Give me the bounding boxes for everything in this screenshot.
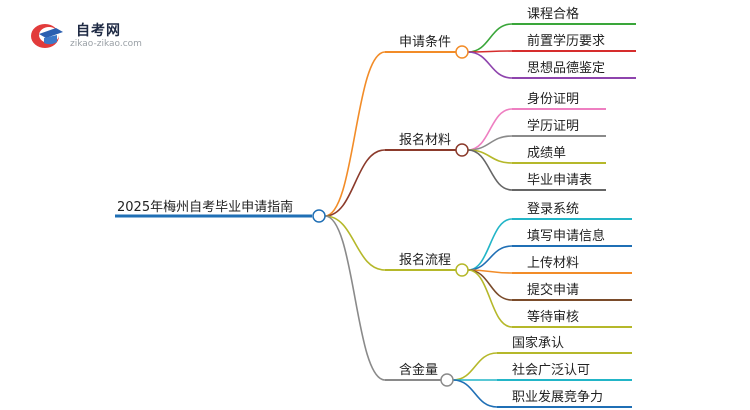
branch-label: 报名材料 bbox=[399, 132, 451, 148]
connector-branch-to-leaf bbox=[467, 269, 513, 301]
connector-branch-to-leaf bbox=[467, 218, 513, 271]
branch-toggle-icon[interactable] bbox=[455, 45, 469, 59]
leaf-label: 毕业申请表 bbox=[527, 173, 592, 188]
leaf-label: 国家承认 bbox=[512, 335, 564, 351]
leaf-label: 社会广泛认可 bbox=[512, 362, 590, 378]
leaf-label: 等待审核 bbox=[527, 309, 579, 325]
connector-branch-to-leaf bbox=[452, 352, 498, 381]
connector-branch-to-leaf bbox=[467, 269, 513, 328]
branch-toggle-icon[interactable] bbox=[455, 263, 469, 277]
leaf-label: 思想品德鉴定 bbox=[527, 60, 605, 76]
leaf-label: 前置学历要求 bbox=[527, 33, 605, 49]
leaf-label: 填写申请信息 bbox=[527, 228, 605, 244]
logo-mark-icon bbox=[31, 24, 63, 48]
connector-branch-to-leaf bbox=[452, 379, 498, 408]
branch-label: 含金量 bbox=[399, 362, 438, 378]
site-logo[interactable]: 自考网 zikao-zikao.com bbox=[30, 18, 160, 58]
leaf-label: 成绩单 bbox=[527, 146, 566, 161]
logo-name: 自考网 bbox=[76, 23, 121, 39]
leaf-label: 身份证明 bbox=[527, 91, 579, 107]
leaf-label: 登录系统 bbox=[527, 202, 579, 217]
connector-root-to-branch bbox=[324, 149, 386, 217]
connector-branch-to-leaf bbox=[467, 51, 513, 79]
leaf-label: 上传材料 bbox=[527, 256, 579, 271]
leaf-label: 提交申请 bbox=[527, 282, 579, 298]
leaf-label: 课程合格 bbox=[527, 6, 579, 22]
connector-branch-to-leaf bbox=[467, 23, 513, 53]
connector-root-to-branch bbox=[324, 215, 386, 271]
leaf-label: 学历证明 bbox=[527, 118, 579, 134]
logo-url: zikao-zikao.com bbox=[70, 39, 142, 49]
branch-label: 申请条件 bbox=[399, 34, 451, 50]
root-label: 2025年梅州自考毕业申请指南 bbox=[117, 199, 293, 215]
connector-branch-to-leaf bbox=[467, 149, 513, 191]
branch-label: 报名流程 bbox=[399, 252, 451, 268]
connector-root-to-branch bbox=[324, 215, 386, 381]
branch-toggle-icon[interactable] bbox=[440, 373, 454, 387]
connector-root-to-branch bbox=[324, 51, 386, 217]
connector-branch-to-leaf bbox=[467, 245, 513, 271]
root-toggle-icon[interactable] bbox=[312, 209, 326, 223]
branch-toggle-icon[interactable] bbox=[455, 143, 469, 157]
leaf-label: 职业发展竞争力 bbox=[512, 389, 603, 405]
